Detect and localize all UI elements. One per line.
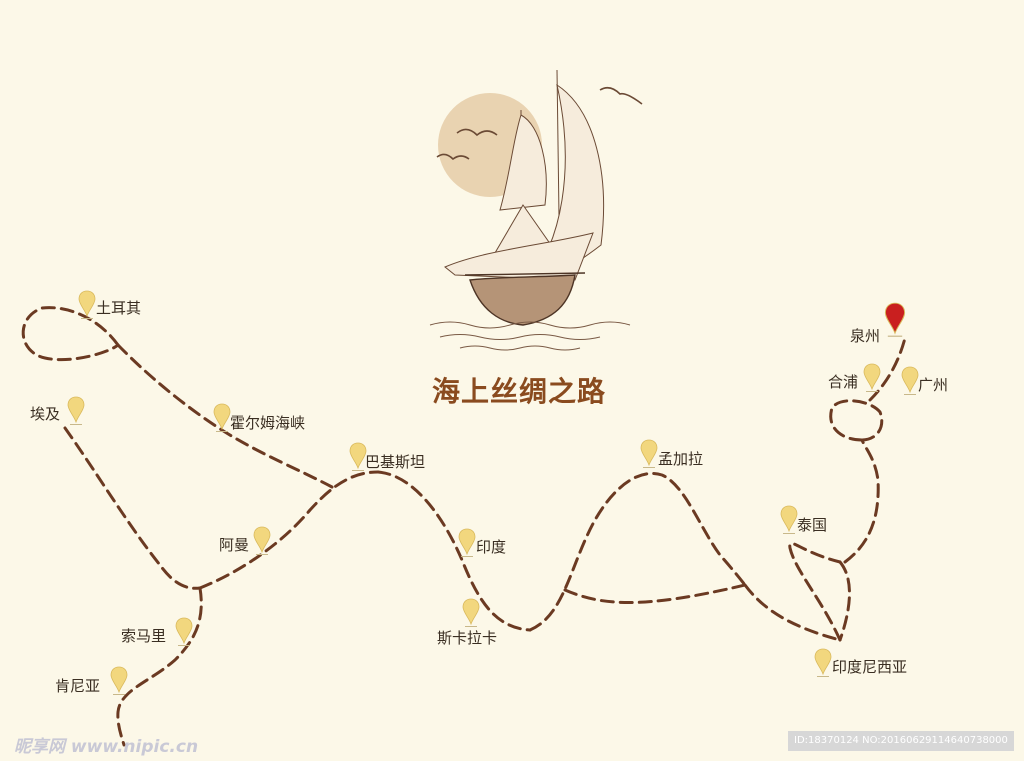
route-egypt-down	[63, 426, 202, 590]
ship-sails	[444, 69, 604, 291]
place-marker-quanzhou[interactable]	[884, 302, 906, 342]
route-up-to-hepu	[843, 438, 880, 564]
place-label-yindu: 印度	[476, 538, 507, 556]
place-label-guangzhou: 广州	[918, 376, 949, 394]
place-label-aiji: 埃及	[30, 405, 61, 423]
place-marker-bajisitan[interactable]	[349, 442, 367, 476]
ship-hull	[464, 272, 586, 326]
route-oman	[198, 470, 380, 590]
place-marker-sikalanka[interactable]	[462, 598, 480, 632]
map-pin-icon	[253, 526, 271, 555]
map-pin-icon	[110, 666, 128, 695]
place-label-quanzhou: 泉州	[850, 327, 881, 345]
map-pin-icon	[863, 363, 881, 392]
place-marker-mengjiala[interactable]	[640, 439, 658, 473]
place-marker-yindu[interactable]	[458, 528, 476, 562]
route-srilanka-bangladesh	[528, 472, 747, 632]
place-label-hepu: 合浦	[828, 373, 859, 391]
map-pin-icon	[458, 528, 476, 557]
map-pin-icon	[349, 442, 367, 471]
place-label-mengjiala: 孟加拉	[658, 450, 704, 468]
place-marker-tuerqi[interactable]	[78, 290, 96, 324]
map-pin-icon	[901, 366, 919, 395]
map-pin-icon	[462, 598, 480, 627]
place-marker-guangzhou[interactable]	[901, 366, 919, 400]
place-label-yindunixiya: 印度尼西亚	[832, 658, 908, 676]
route-to-indonesia	[743, 583, 842, 642]
sea-route-lines	[21, 306, 907, 747]
map-title: 海上丝绸之路	[432, 375, 607, 408]
map-pin-icon	[213, 403, 231, 432]
watermark-left: 昵享网 www.nipic.cn	[14, 737, 199, 757]
place-marker-huoermu[interactable]	[213, 403, 231, 437]
place-marker-suomali[interactable]	[175, 617, 193, 651]
place-label-sikalanka: 斯卡拉卡	[437, 629, 498, 647]
place-label-huoermu: 霍尔姆海峡	[230, 414, 306, 432]
seagull-icons	[436, 86, 643, 161]
route-cross-link	[563, 583, 747, 604]
route-hepu-loop	[829, 399, 884, 442]
route-thailand-south	[838, 560, 851, 642]
red-map-marker-icon	[884, 302, 906, 337]
place-marker-aiji[interactable]	[67, 396, 85, 430]
route-thailand-loop	[788, 541, 842, 642]
place-marker-aman[interactable]	[253, 526, 271, 560]
sea-waves	[429, 321, 631, 351]
watermark-id-bar: ID:18370124 NO:20160629114640738000	[788, 731, 1014, 751]
route-turkey-loop	[21, 306, 120, 362]
map-pin-icon	[814, 648, 832, 677]
route-somalia-kenya	[116, 586, 203, 747]
place-marker-hepu[interactable]	[863, 363, 881, 397]
place-label-tuerqi: 土耳其	[96, 299, 142, 317]
map-pin-icon	[780, 505, 798, 534]
map-pin-icon	[175, 617, 193, 646]
sailing-ship-illustration	[429, 69, 643, 351]
place-marker-yindunixiya[interactable]	[814, 648, 832, 682]
map-pin-icon	[78, 290, 96, 319]
place-label-suomali: 索马里	[121, 627, 167, 645]
place-label-taiguo: 泰国	[797, 516, 828, 534]
route-pakistan-india	[376, 470, 532, 632]
place-label-bajisitan: 巴基斯坦	[365, 453, 426, 471]
place-label-kenniya: 肯尼亚	[55, 677, 101, 695]
place-marker-taiguo[interactable]	[780, 505, 798, 539]
place-label-aman: 阿曼	[219, 536, 250, 554]
place-marker-kenniya[interactable]	[110, 666, 128, 700]
map-pin-icon	[67, 396, 85, 425]
route-to-quanzhou	[868, 336, 907, 402]
map-pin-icon	[640, 439, 658, 468]
